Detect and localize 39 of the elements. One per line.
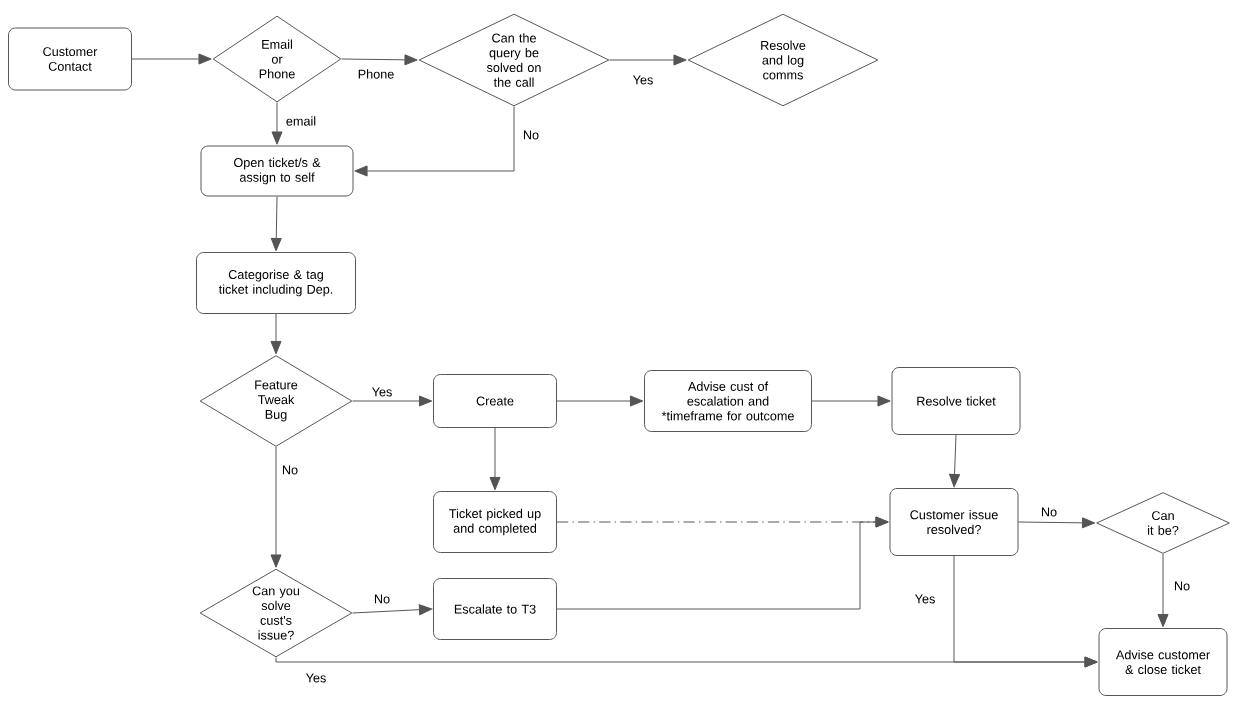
process-box: Customer issue resolved? — [889, 488, 1019, 556]
edge-label: email — [284, 114, 318, 128]
arrow — [270, 313, 282, 355]
arrow — [271, 102, 283, 145]
process-box: Escalate to T3 — [433, 578, 557, 640]
arrow — [811, 395, 891, 407]
arrow — [1157, 553, 1169, 628]
arrow — [609, 54, 687, 66]
process-box: Create — [433, 374, 557, 428]
arrow — [352, 604, 433, 616]
edge-label: No — [280, 464, 300, 476]
process-box: Open ticket/s & assign to self — [200, 145, 354, 197]
edge-label: Yes — [370, 386, 394, 398]
arrow — [949, 434, 961, 488]
arrow — [556, 395, 644, 407]
edge-label: Yes — [631, 74, 655, 86]
process-box: Categorise & tag ticket including Dep. — [196, 252, 356, 314]
process-box: Customer Contact — [8, 27, 132, 91]
arrow — [1018, 517, 1096, 529]
edge-label: Phone — [356, 67, 396, 81]
edge-label: No — [372, 593, 392, 605]
process-box: Advise customer & close ticket — [1098, 628, 1228, 696]
arrow — [131, 53, 212, 65]
process-box: Advise cust of escalation and *timeframe for outcome — [644, 370, 812, 432]
edge-label: Yes — [304, 672, 328, 684]
arrow — [352, 395, 433, 407]
arrow — [270, 446, 282, 568]
edge-label: Yes — [913, 593, 937, 605]
arrow — [489, 427, 501, 491]
arrow — [341, 54, 418, 66]
arrow — [270, 196, 282, 252]
edge-label: No — [1039, 506, 1059, 518]
arrow — [275, 656, 1098, 668]
arrow — [354, 106, 515, 177]
edge-label: No — [1172, 580, 1192, 592]
process-box: Ticket picked up and completed — [433, 491, 557, 553]
edge-label: No — [521, 129, 541, 141]
arrow — [556, 516, 889, 610]
process-box: Resolve ticket — [891, 367, 1021, 435]
